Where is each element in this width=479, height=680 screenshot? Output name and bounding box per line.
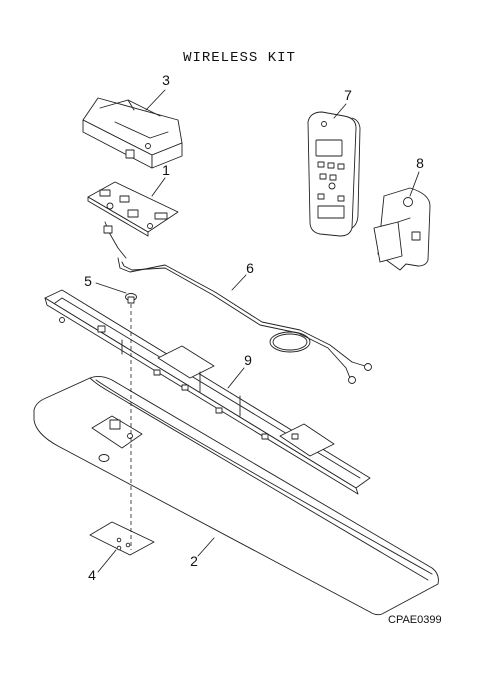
- callout-2: 2: [190, 553, 198, 569]
- part-3-cover: [83, 98, 182, 168]
- callout-7: 7: [344, 87, 352, 103]
- callout-1: 1: [162, 162, 170, 178]
- diagram-title: WIRELESS KIT: [183, 50, 296, 66]
- part-1-pcb: [88, 182, 178, 258]
- callout-5: 5: [84, 273, 92, 289]
- part-5-screw: [126, 294, 137, 304]
- callout-8: 8: [416, 155, 424, 171]
- leader-lines: [96, 90, 419, 572]
- callout-6: 6: [246, 260, 254, 276]
- part-8-holder: [374, 188, 430, 270]
- callout-4: 4: [88, 567, 96, 583]
- callout-3: 3: [162, 72, 170, 88]
- drawing-code: CPAE0399: [388, 614, 442, 626]
- part-6-cable: [118, 258, 372, 384]
- callout-9: 9: [244, 352, 252, 368]
- part-9-rail: [45, 290, 370, 494]
- part-4-plate: [90, 522, 154, 555]
- part-2-panel: [34, 376, 438, 614]
- part-7-remote: [308, 112, 360, 236]
